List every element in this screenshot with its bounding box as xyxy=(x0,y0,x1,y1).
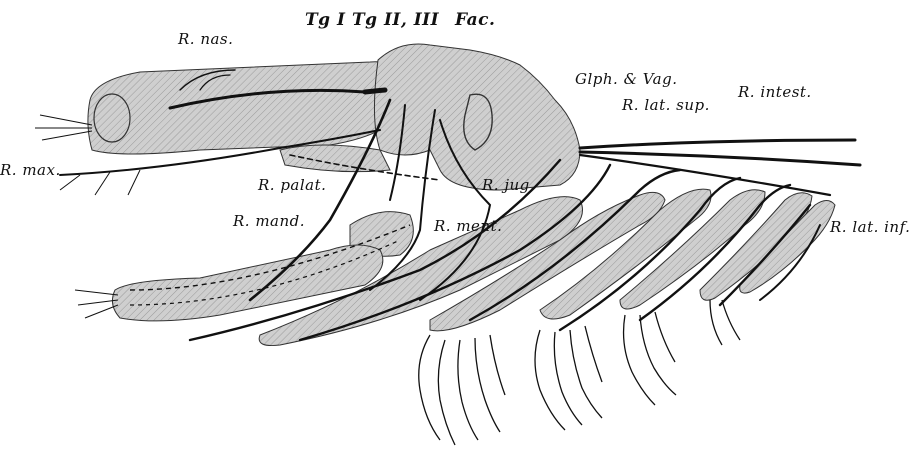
label-tg1: Tg I xyxy=(305,12,345,29)
label-glph-vag: Glph. & Vag. xyxy=(575,72,677,87)
label-fac: Fac. xyxy=(455,12,495,29)
label-r-palat: R. palat. xyxy=(258,178,326,193)
label-r-mand: R. mand. xyxy=(233,214,305,229)
label-r-nas: R. nas. xyxy=(178,32,233,47)
otic-region xyxy=(374,44,580,190)
label-r-ment: R. ment. xyxy=(434,219,502,234)
palatine-bar xyxy=(280,145,390,172)
label-r-lat-sup: R. lat. sup. xyxy=(622,98,710,113)
label-r-intest: R. intest. xyxy=(738,85,812,100)
label-r-jug: R. jug. xyxy=(482,178,535,193)
head-mass xyxy=(88,62,400,154)
label-r-max: R. max. xyxy=(0,163,61,178)
label-r-lat-inf: R. lat. inf. xyxy=(830,220,910,235)
label-tg23: Tg II, III xyxy=(352,12,439,29)
